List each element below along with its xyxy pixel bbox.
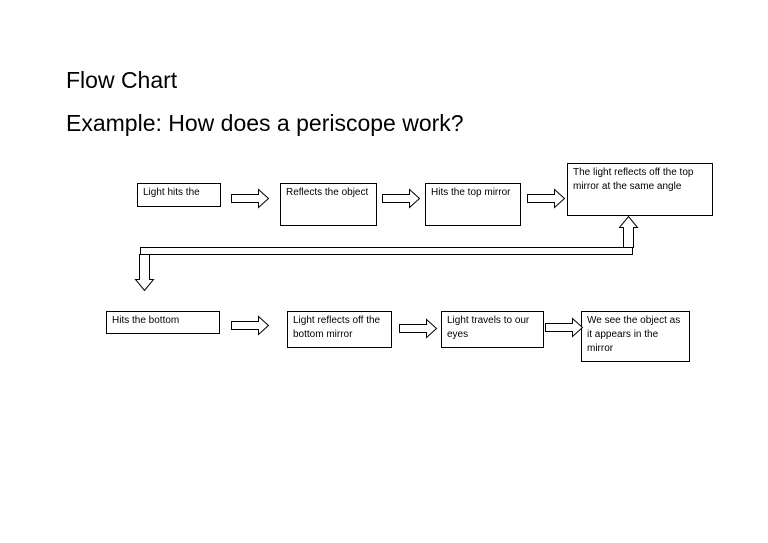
flow-step-6: Light reflects off the bottom mirror	[287, 311, 392, 348]
flow-step-7: Light travels to our eyes	[441, 311, 544, 348]
arrow-right-3	[527, 188, 566, 209]
flow-step-5: Hits the bottom	[106, 311, 220, 334]
flow-step-1: Light hits the	[137, 183, 221, 207]
flow-step-4: The light reflects off the top mirror at…	[567, 163, 713, 216]
flow-step-2: Reflects the object	[280, 183, 377, 226]
page-subtitle: Example: How does a periscope work?	[66, 110, 464, 136]
flow-step-3: Hits the top mirror	[425, 183, 521, 226]
arrow-right-6	[545, 317, 584, 338]
arrow-right-2	[382, 188, 421, 209]
arrow-down-connector	[134, 254, 155, 292]
arrow-right-1	[231, 188, 270, 209]
arrow-up-connector	[618, 215, 639, 248]
horizontal-connector-bar	[140, 247, 633, 255]
flow-step-8: We see the object as it appears in the m…	[581, 311, 690, 362]
page-title: Flow Chart	[66, 67, 178, 93]
arrow-right-4	[231, 315, 270, 336]
arrow-right-5	[399, 318, 438, 339]
